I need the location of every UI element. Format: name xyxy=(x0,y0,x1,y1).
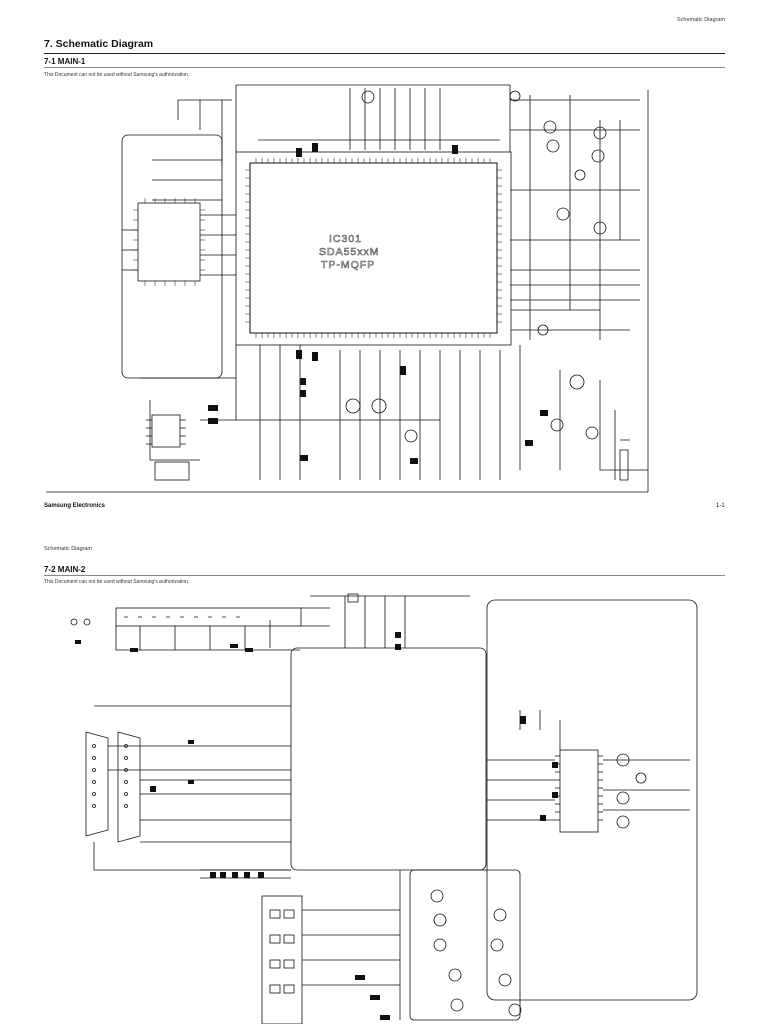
tuner-block-outline xyxy=(121,134,223,379)
ic301-label-line3: TP-MQFP xyxy=(321,259,375,271)
subsection-title-main-2: 7-2 MAIN-2 xyxy=(44,565,86,574)
subsection-rule xyxy=(44,67,725,68)
authorization-note-page-2: This Document can not be used without Sa… xyxy=(44,579,190,585)
scart-connector-1 xyxy=(85,731,109,837)
ic-left xyxy=(137,202,201,282)
authorization-note: This Document can not be used without Sa… xyxy=(44,72,190,78)
schematic-main-2 xyxy=(70,593,698,1024)
footer-company: Samsung Electronics xyxy=(44,503,106,509)
subsection-title-main-1: 7-1 MAIN-1 xyxy=(44,57,86,66)
section-title: 7. Schematic Diagram xyxy=(44,38,154,50)
running-header-page-2: Schematic Diagram xyxy=(44,546,92,552)
running-header: Schematic Diagram xyxy=(677,17,725,23)
ic-right xyxy=(559,749,599,833)
central-block-outline xyxy=(290,647,487,871)
ic301-outline xyxy=(249,162,498,334)
av-connector-block xyxy=(261,895,303,1024)
schematic-main-1: IC301 SDA55xxM TP-MQFP xyxy=(46,84,649,493)
section-rule xyxy=(44,53,725,54)
subsection-rule-page-2 xyxy=(44,575,725,576)
tuner-module xyxy=(115,607,302,627)
scart-connector-2 xyxy=(117,731,141,843)
ic301-label-line2: SDA55xxM xyxy=(319,246,380,258)
ic301-frame xyxy=(235,151,512,346)
footer-page-number: 1-1 xyxy=(716,503,725,509)
ic301-label-line1: IC301 xyxy=(329,233,362,245)
ic-eeprom xyxy=(151,414,181,448)
